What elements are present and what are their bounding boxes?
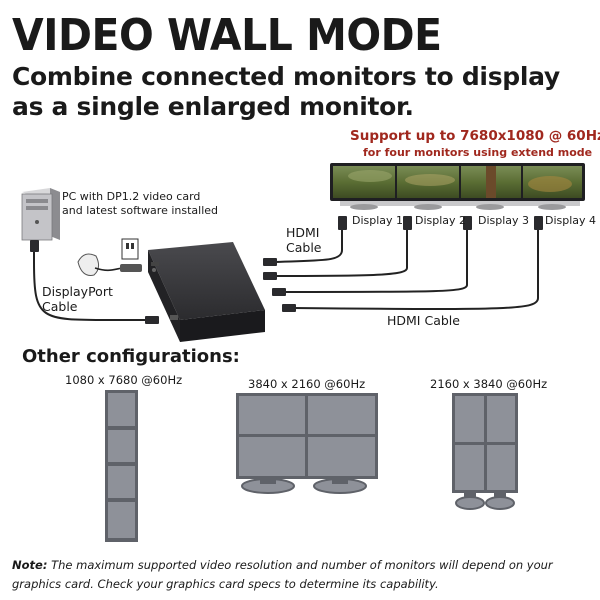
config-1x4-column [105, 390, 138, 542]
footnote-text: The maximum supported video resolution a… [12, 558, 553, 591]
video-wall-monitors [330, 163, 585, 210]
video-wall-controller [148, 242, 265, 342]
hdmi-cable-label-line2: Cable [286, 240, 322, 255]
displayport-cable-label-line2: Cable [42, 299, 78, 314]
page-title: VIDEO WALL MODE [12, 14, 442, 58]
display-label-4: Display 4 [545, 214, 596, 227]
footnote: Note: The maximum supported video resolu… [12, 556, 592, 594]
power-adapter [78, 239, 142, 275]
config-label-1: 1080 x 7680 @60Hz [65, 373, 182, 387]
config-label-2: 3840 x 2160 @60Hz [248, 377, 365, 391]
pc-label-line2: and latest software installed [62, 204, 218, 217]
displayport-cable-label-line1: DisplayPort [42, 284, 113, 299]
config-label-3: 2160 x 3840 @60Hz [430, 377, 547, 391]
display-label-3: Display 3 [478, 214, 529, 227]
display-label-2: Display 2 [415, 214, 466, 227]
pc-tower [22, 188, 60, 240]
hdmi-cable-label-bottom: HDMI Cable [387, 313, 460, 328]
config-2x2-wall [236, 393, 378, 493]
hdmi-cable-label-line1: HDMI [286, 225, 320, 240]
support-headline: Support up to 7680x1080 @ 60Hz [350, 128, 600, 144]
display-label-1: Display 1 [352, 214, 403, 227]
support-subline: for four monitors using extend mode [363, 146, 592, 159]
page-subtitle: Combine connected monitors to display as… [12, 62, 592, 122]
footnote-prefix: Note: [12, 558, 47, 572]
other-configurations-title: Other configurations: [22, 346, 240, 367]
config-2x2-portrait-wall [452, 393, 518, 509]
pc-label-line1: PC with DP1.2 video card [62, 190, 200, 203]
